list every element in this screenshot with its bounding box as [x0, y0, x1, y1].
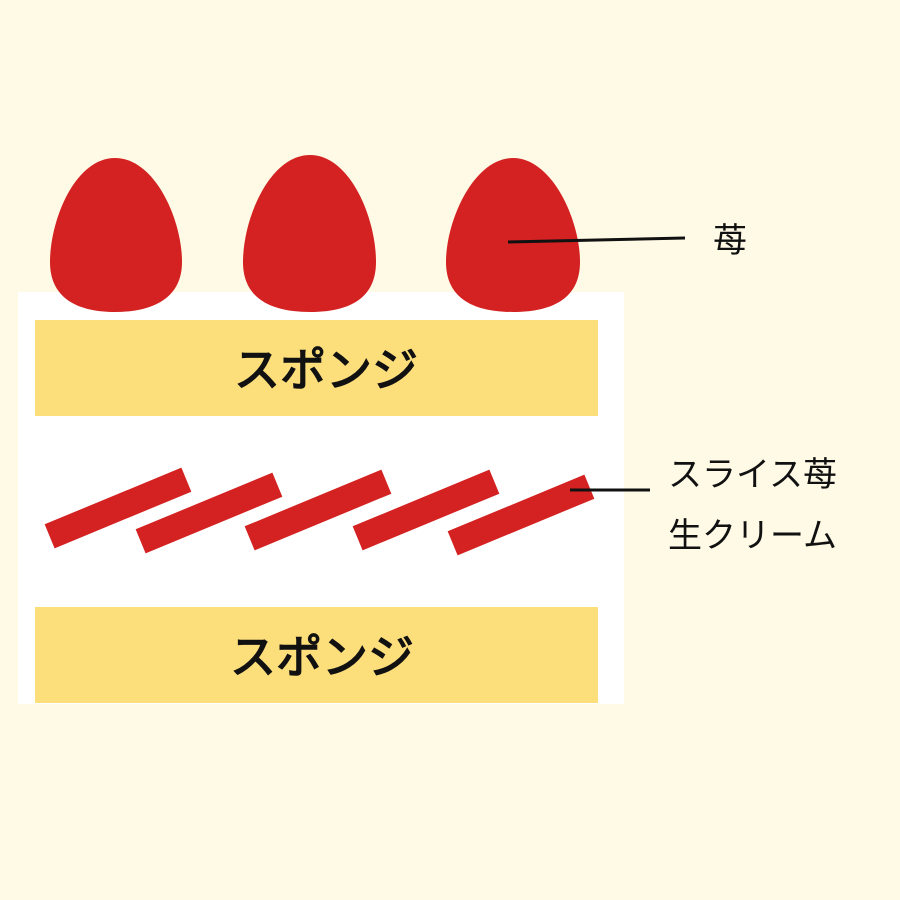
sliced-strawberry-callout-label: スライス苺: [668, 455, 837, 495]
sponge-layer-top: [35, 320, 598, 416]
sliced-strawberry-2: [135, 472, 283, 554]
sponge-bottom-label: スポンジ: [230, 630, 414, 684]
strawberry-callout-label: 苺: [713, 221, 747, 261]
sliced-strawberry-1: [44, 467, 192, 549]
sliced-strawberry-5: [447, 474, 595, 556]
strawberry-leader-line: [507, 236, 686, 244]
sponge-layer-bottom: [35, 607, 598, 703]
strawberry-top-2: [243, 155, 376, 312]
sliced-strawberry-3: [244, 469, 392, 551]
strawberry-top-1: [50, 158, 182, 312]
whipped-cream-callout-label: 生クリーム: [668, 516, 837, 556]
sponge-top-label: スポンジ: [234, 343, 418, 397]
sliced-strawberry-4: [352, 469, 500, 551]
strawberry-top-3: [446, 158, 580, 312]
